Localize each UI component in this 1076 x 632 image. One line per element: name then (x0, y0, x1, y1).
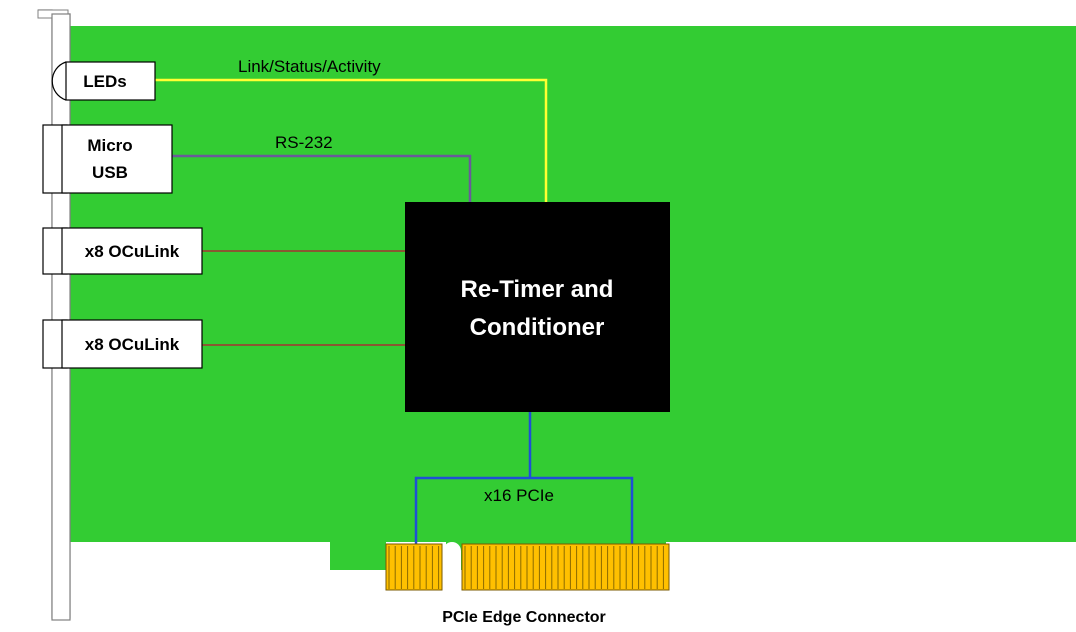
oculink-1-label: x8 OCuLink (85, 242, 180, 261)
oculink-2-box (61, 319, 203, 369)
leds-box (65, 61, 156, 101)
edge-connector-main-segment (461, 543, 670, 591)
micro-usb-box (61, 124, 173, 194)
micro-usb-label-line1: Micro (87, 136, 132, 155)
micro-usb-label-line2: USB (92, 163, 128, 182)
chip-label-line2: Conditioner (470, 314, 605, 341)
pcie-signal-label: x16 PCIe (484, 486, 554, 505)
rs232-wire (172, 154, 472, 202)
edge-connector-fingers (385, 543, 670, 591)
oculink-2-label: x8 OCuLink (85, 335, 180, 354)
key-notch (443, 542, 461, 588)
retimer-chip (405, 202, 670, 412)
led-signal-label: Link/Status/Activity (238, 57, 381, 76)
led-lens-icon (51, 61, 67, 101)
bracket-strip (51, 13, 71, 621)
led-status-wire (155, 78, 548, 202)
oculink-1-box (61, 227, 203, 275)
pcie-wire-branch (414, 476, 634, 544)
usb-signal-label: RS-232 (275, 133, 333, 152)
leds-label: LEDs (83, 72, 126, 91)
chip-label-line1: Re-Timer and (461, 276, 614, 303)
edge-connector-label: PCIe Edge Connector (442, 609, 606, 626)
